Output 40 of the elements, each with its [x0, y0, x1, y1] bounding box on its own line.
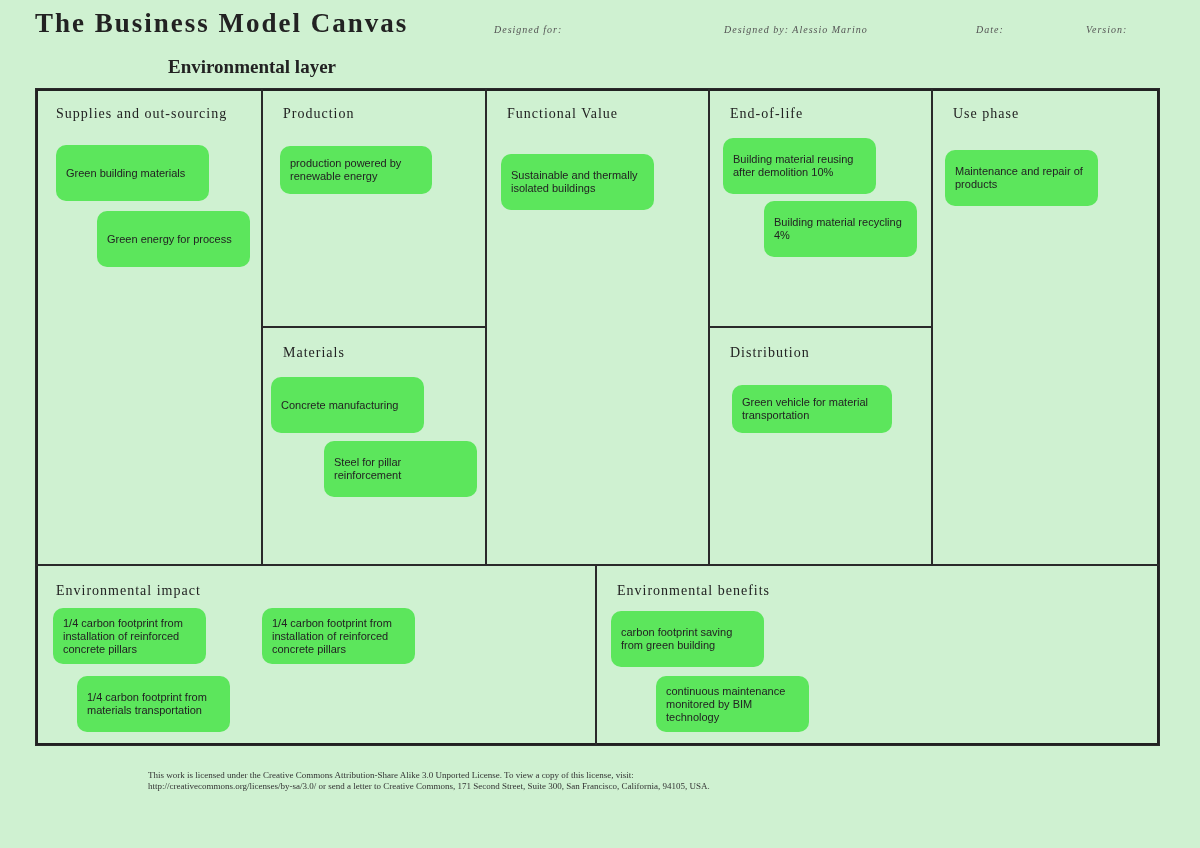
section-heading: Distribution	[730, 345, 810, 361]
sticky-note: Green building materials	[56, 145, 209, 201]
canvas-section	[262, 327, 486, 565]
section-heading: Environmental benefits	[617, 583, 771, 599]
sticky-note: 1/4 carbon footprint from materials transportation	[77, 676, 230, 732]
sticky-note: Building material recycling 4%	[764, 201, 917, 257]
sticky-note: Building material reusing after demolition 10%	[723, 138, 876, 194]
sticky-note: Maintenance and repair of products	[945, 150, 1098, 206]
form-field-label: Designed by: Alessio Marino	[724, 24, 868, 35]
sticky-note: Concrete manufacturing	[271, 377, 424, 433]
section-heading: Functional Value	[507, 106, 618, 122]
form-field-label: Designed for:	[494, 24, 563, 35]
canvas-section	[932, 88, 1160, 565]
section-heading: Production	[283, 106, 355, 122]
canvas-section	[486, 88, 709, 565]
canvas-section	[709, 88, 932, 327]
license-text: This work is licensed under the Creative Commons Attribution-Share Alike 3.0 Unported License. To view a copy of this license, visit: http://creativecommons.org/licenses/by-sa/3.0/ or send a letter to Creative Commons, 171 Second Street, Suite 300, San Francisco, California, 94105, USA.	[148, 770, 711, 792]
sticky-note: 1/4 carbon footprint from installation of reinforced concrete pillars	[53, 608, 206, 664]
sticky-note: Sustainable and thermally isolated buildings	[501, 154, 654, 210]
canvas-section	[709, 327, 932, 565]
form-field-label: Version:	[1086, 24, 1128, 35]
sticky-note: Green energy for process	[97, 211, 250, 267]
section-heading: End-of-life	[730, 106, 804, 122]
form-field-label: Date:	[976, 24, 1004, 35]
section-heading: Supplies and out-sourcing	[56, 106, 228, 122]
sticky-note: continuous maintenance monitored by BIM technology	[656, 676, 809, 732]
section-heading: Materials	[283, 345, 345, 361]
canvas-section	[35, 565, 596, 746]
sticky-note: carbon footprint saving from green building	[611, 611, 764, 667]
sticky-note: Green vehicle for material transportation	[732, 385, 892, 433]
sticky-note: 1/4 carbon footprint from installation of reinforced concrete pillars	[262, 608, 415, 664]
canvas-title: The Business Model Canvas	[35, 8, 409, 39]
section-heading: Use phase	[953, 106, 1020, 122]
section-heading: Environmental impact	[56, 583, 201, 599]
canvas-section	[262, 88, 486, 327]
canvas-section	[596, 565, 1160, 746]
sticky-note: Steel for pillar reinforcement	[324, 441, 477, 497]
subtitle: Environmental layer	[168, 56, 336, 78]
sticky-note: production powered by renewable energy	[280, 146, 432, 194]
canvas-section	[35, 88, 262, 565]
